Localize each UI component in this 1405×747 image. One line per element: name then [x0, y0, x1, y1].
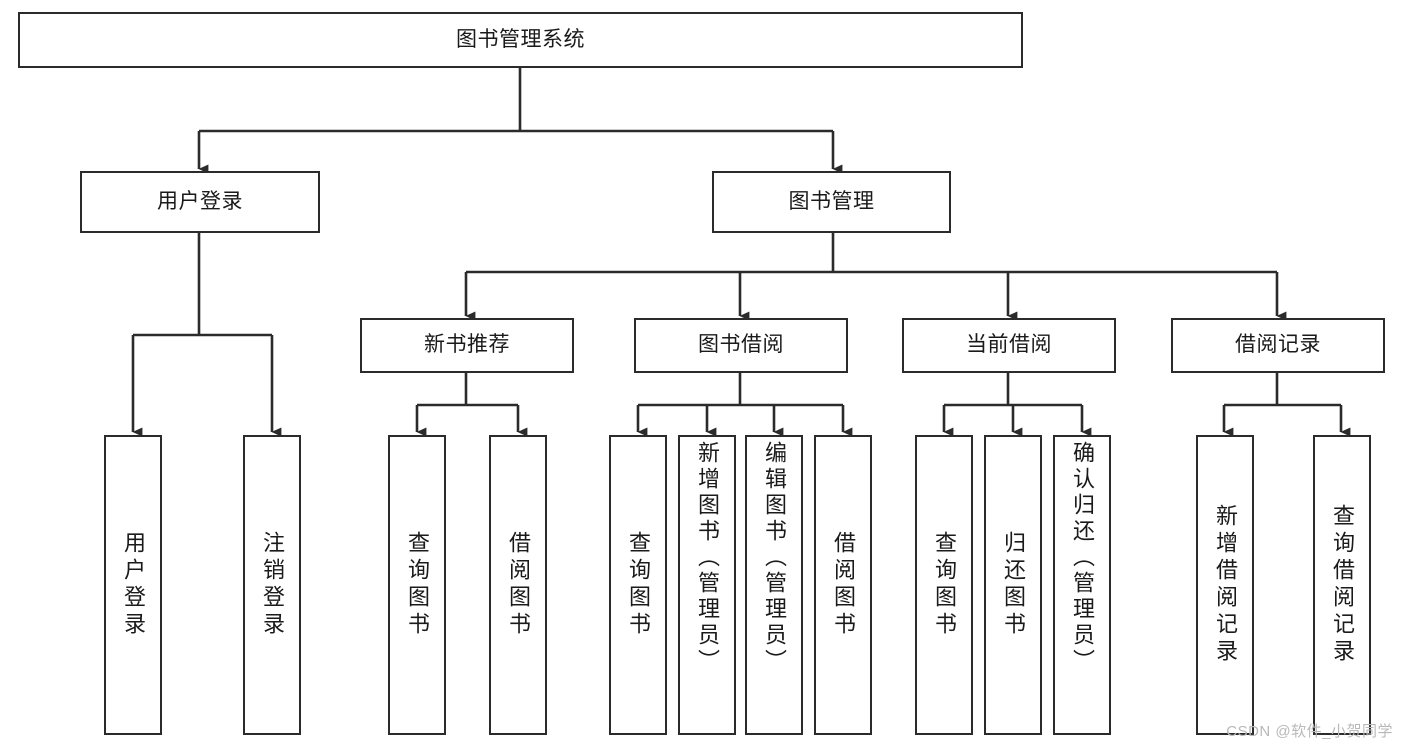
node-leaf-confirm-return[interactable]: 确认归还（管理员） [1053, 435, 1111, 735]
node-leaf-query-record-label: 查询借阅记录 [1330, 504, 1355, 666]
node-leaf-borrow-book-2-label: 借阅图书 [831, 531, 856, 639]
node-leaf-query-book-3[interactable]: 查询图书 [915, 435, 973, 735]
node-leaf-user-login-label: 用户登录 [121, 531, 146, 639]
node-leaf-query-book-2[interactable]: 查询图书 [609, 435, 667, 735]
node-leaf-return-book-label: 归还图书 [1001, 531, 1026, 639]
node-current-borrow[interactable]: 当前借阅 [902, 318, 1116, 373]
node-leaf-user-logout[interactable]: 注销登录 [243, 435, 301, 735]
node-leaf-add-record[interactable]: 新增借阅记录 [1196, 435, 1254, 735]
node-leaf-borrow-book-1[interactable]: 借阅图书 [489, 435, 547, 735]
node-leaf-edit-book-label: 编辑图书（管理员） [762, 441, 787, 675]
node-user-login[interactable]: 用户登录 [80, 171, 320, 233]
node-leaf-user-login[interactable]: 用户登录 [104, 435, 162, 735]
node-new-book-recommend[interactable]: 新书推荐 [360, 318, 574, 373]
node-leaf-edit-book[interactable]: 编辑图书（管理员） [745, 435, 803, 735]
node-leaf-add-book-label: 新增图书（管理员） [695, 441, 720, 675]
node-borrow-record[interactable]: 借阅记录 [1171, 318, 1385, 373]
node-book-borrow-label: 图书借阅 [698, 333, 784, 357]
node-root[interactable]: 图书管理系统 [18, 12, 1023, 68]
node-leaf-add-book[interactable]: 新增图书（管理员） [678, 435, 736, 735]
node-current-borrow-label: 当前借阅 [966, 333, 1052, 357]
node-leaf-return-book[interactable]: 归还图书 [984, 435, 1042, 735]
node-leaf-query-book-3-label: 查询图书 [932, 531, 957, 639]
node-leaf-query-book-1[interactable]: 查询图书 [388, 435, 446, 735]
node-new-book-recommend-label: 新书推荐 [424, 333, 510, 357]
node-leaf-confirm-return-label: 确认归还（管理员） [1070, 441, 1095, 675]
node-leaf-user-logout-label: 注销登录 [260, 531, 285, 639]
node-borrow-record-label: 借阅记录 [1235, 333, 1321, 357]
node-leaf-query-book-1-label: 查询图书 [405, 531, 430, 639]
node-leaf-borrow-book-1-label: 借阅图书 [506, 531, 531, 639]
node-book-borrow[interactable]: 图书借阅 [634, 318, 848, 373]
node-book-management[interactable]: 图书管理 [712, 171, 951, 233]
node-leaf-query-book-2-label: 查询图书 [626, 531, 651, 639]
node-leaf-borrow-book-2[interactable]: 借阅图书 [814, 435, 872, 735]
node-root-label: 图书管理系统 [456, 27, 585, 51]
node-book-management-label: 图书管理 [788, 189, 875, 213]
node-user-login-label: 用户登录 [157, 189, 243, 213]
node-leaf-query-record[interactable]: 查询借阅记录 [1313, 435, 1371, 735]
node-leaf-add-record-label: 新增借阅记录 [1213, 504, 1238, 666]
